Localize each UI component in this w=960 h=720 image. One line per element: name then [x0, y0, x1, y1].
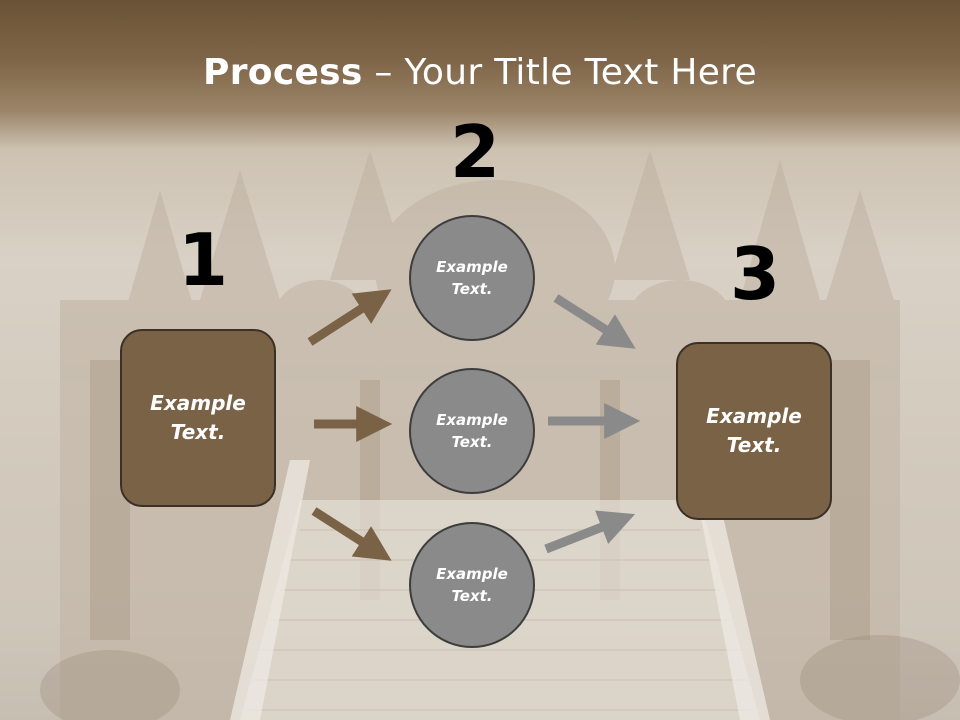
- circle-bottom-line1: Example: [436, 564, 508, 583]
- circle-middle-line2: Text.: [451, 433, 493, 451]
- arrow-top-to-right: [553, 294, 636, 349]
- arrow-left-to-bottom: [311, 507, 392, 561]
- circle-bottom-line2: Text.: [451, 587, 493, 605]
- box-step-3-line2: Text.: [726, 433, 782, 457]
- box-step-1-line2: Text.: [170, 420, 226, 444]
- step-number-3: 3: [730, 232, 781, 316]
- arrow-bottom-to-right: [544, 510, 636, 554]
- title-bold: Process: [203, 52, 363, 93]
- step-number-1: 1: [178, 218, 229, 302]
- circle-top-line1: Example: [436, 257, 508, 276]
- circle-top-line2: Text.: [451, 280, 493, 298]
- slide-title: Process – Your Title Text Here: [0, 52, 960, 93]
- step-number-2: 2: [450, 110, 501, 194]
- box-step-1-line1: Example: [150, 391, 246, 415]
- arrow-left-to-top: [307, 289, 392, 346]
- title-rest: – Your Title Text Here: [362, 52, 757, 93]
- box-step-3-line1: Example: [706, 404, 802, 428]
- circle-middle-line1: Example: [436, 410, 508, 429]
